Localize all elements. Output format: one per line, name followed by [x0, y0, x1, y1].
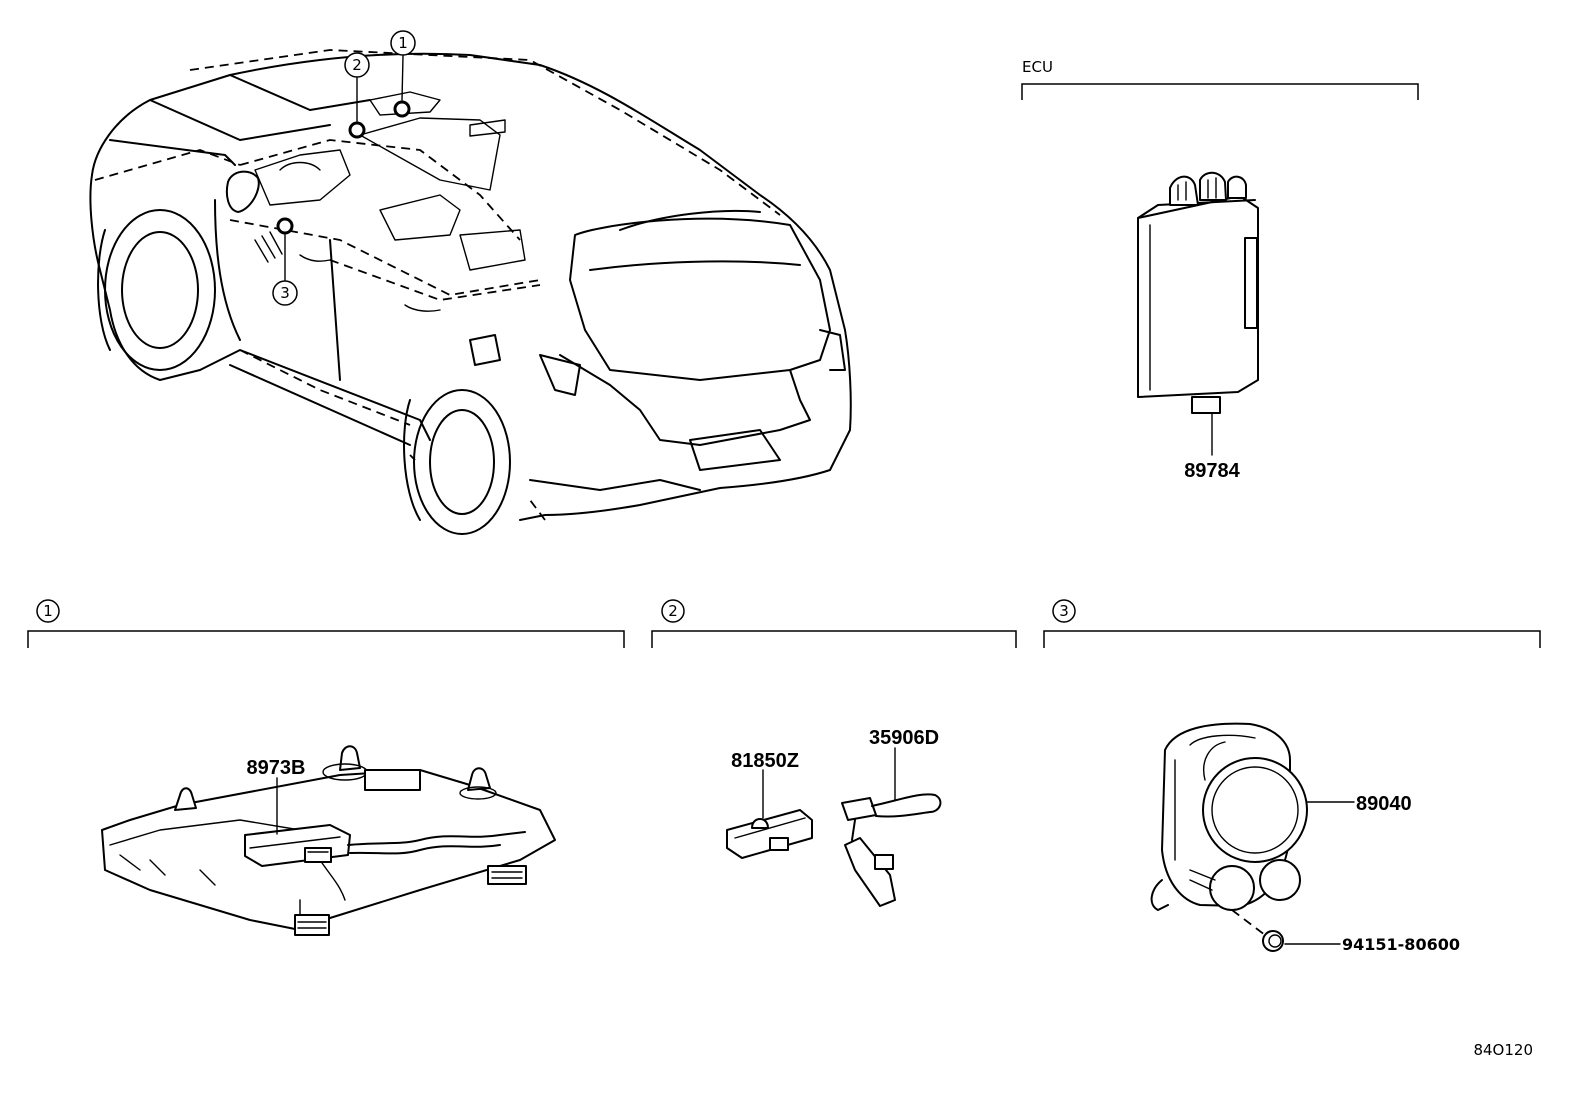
section-2-header: 2 — [651, 599, 1017, 648]
section-2-bracket — [651, 630, 1017, 648]
part-81850z-label: 81850Z — [731, 750, 799, 772]
ecu-part-number: 89784 — [1184, 460, 1240, 482]
section-1-number: 1 — [43, 602, 53, 620]
vehicle-callout-markers: 1 2 3 — [272, 30, 416, 306]
section-2-number: 2 — [668, 602, 678, 620]
ecu-module-illustration — [1137, 171, 1259, 414]
marker-2-label: 2 — [352, 56, 362, 74]
marker-2-circle — [344, 52, 370, 78]
camera-89040-illustration — [1150, 722, 1308, 911]
marker-1-label: 1 — [398, 34, 408, 52]
ecu-section-title: ECU — [1022, 58, 1053, 76]
overhead-console-illustration — [101, 745, 556, 936]
part-94151-80600-label: 94151-80600 — [1342, 935, 1460, 954]
sensor-81850z-illustration — [726, 809, 813, 859]
section-3-bracket — [1043, 630, 1541, 648]
diagram-code: 84O120 — [1473, 1041, 1533, 1059]
harness-35906d-illustration — [841, 793, 942, 907]
part-8973b-label: 8973B — [247, 757, 306, 779]
section-3-header: 3 — [1043, 599, 1541, 648]
marker-2-dot — [348, 121, 366, 139]
section-3-number: 3 — [1059, 602, 1069, 620]
marker-3-circle — [272, 280, 298, 306]
marker-1-dot — [393, 100, 411, 118]
section-1-bracket — [27, 630, 625, 648]
marker-3-label: 3 — [280, 284, 290, 302]
part-35906d-label: 35906D — [869, 727, 939, 749]
marker-3-dot — [276, 217, 294, 235]
ecu-section-bracket — [1021, 83, 1419, 100]
screw-94151-illustration — [1231, 909, 1284, 952]
vehicle-illustration — [89, 49, 852, 535]
part-89040-label: 89040 — [1356, 793, 1412, 815]
ecu-section: ECU 89784 — [1021, 58, 1419, 482]
marker-1-circle — [390, 30, 416, 56]
section-1-header: 1 — [27, 599, 625, 648]
